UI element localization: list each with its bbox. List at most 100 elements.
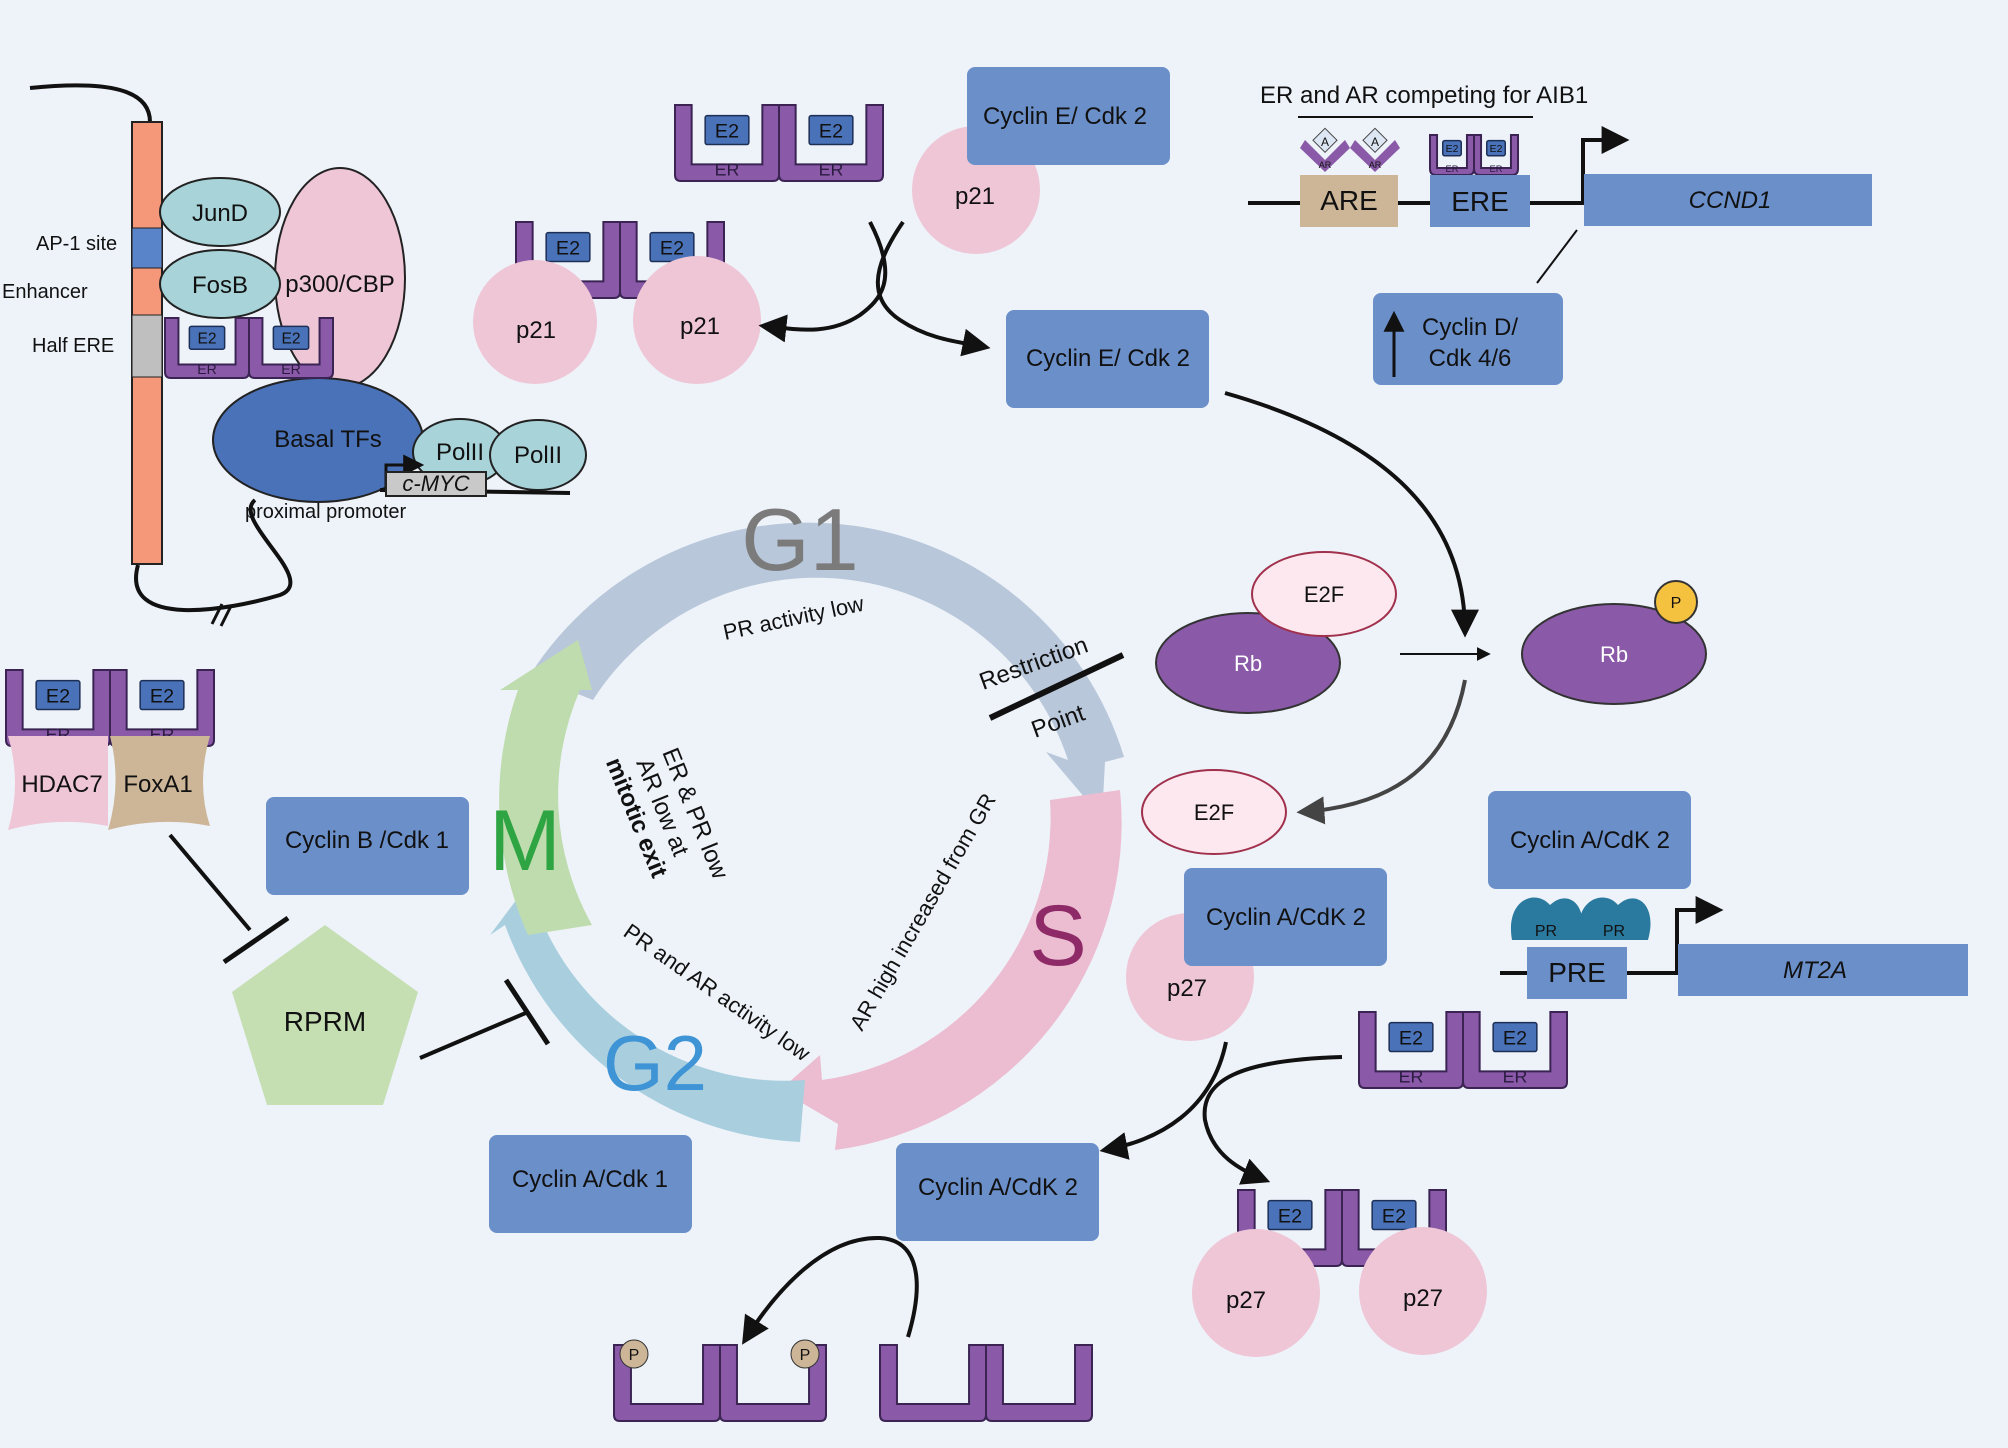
cyclin-e-top-label: Cyclin E/ Cdk 2 [983, 103, 1147, 130]
p21-cyclin-e-section: p21 Cyclin E/ Cdk 2 p21 p21 Cyclin E/ Cd… [473, 67, 1479, 638]
e2-ligand [1442, 139, 1462, 157]
ccnd1-to-cyclin-d-line [1536, 229, 1578, 284]
split-arrow-left [758, 221, 888, 343]
ar-a-label-2: A [1371, 135, 1379, 149]
phosphate-left-label: P [629, 1347, 640, 1364]
cyclin-a-cdk2-top-box [1488, 791, 1691, 889]
e2-label: E2 [1382, 1206, 1406, 1228]
er-unit [985, 1344, 1093, 1422]
er-receptor-cup [1473, 134, 1519, 176]
er-label: ER [1446, 164, 1459, 174]
foxa1-inhibit-line [168, 833, 252, 932]
rprm-inhibit-line [419, 1010, 529, 1060]
rb-right-label: Rb [1600, 642, 1628, 667]
er-receptor-cup [1462, 1011, 1568, 1089]
ar-chevron-2 [1350, 140, 1400, 172]
pre-label: PRE [1548, 957, 1606, 988]
g2-label: G2 [603, 1019, 707, 1107]
half-ere-segment [131, 314, 163, 378]
s-arc [780, 790, 1122, 1150]
foxa1-inhibit-bar [222, 915, 290, 965]
pr-blob-2 [1578, 897, 1651, 940]
ar-diamond-1 [1312, 127, 1338, 154]
e2-ligand [139, 679, 185, 711]
e2-label: E2 [46, 686, 70, 708]
e2-label: E2 [819, 121, 843, 143]
e2f-top-label: E2F [1304, 582, 1344, 607]
e2-label: E2 [150, 686, 174, 708]
e2-ligand [704, 114, 750, 146]
e2f-free-label: E2F [1194, 800, 1234, 825]
dna-loop [134, 498, 293, 613]
cmyc-label: c-MYC [402, 471, 469, 496]
break-mark-2 [219, 605, 233, 627]
e2-label: E2 [1490, 144, 1503, 155]
cyclin-d-label-1: Cyclin D/ [1422, 314, 1518, 341]
p27-right-label: p27 [1403, 1285, 1443, 1312]
s-label: S [1029, 888, 1086, 984]
e2-label: E2 [281, 331, 300, 348]
er-dimers: E2ERE2ERE2ERE2ERE2ERE2ERE2ERE2ERE2ERE2ER… [5, 104, 1568, 1422]
er-receptor-cup [674, 104, 780, 182]
hdac7-shape [8, 736, 108, 830]
cyclin-a-cdk2-top-label: Cyclin A/CdK 2 [1510, 827, 1670, 854]
basal-tfs-label: Basal TFs [274, 426, 382, 453]
phosphate-right [790, 1339, 820, 1369]
er-receptor-cup [879, 1344, 987, 1422]
break-mark-1 [210, 603, 224, 625]
er-label: ER [1399, 1067, 1424, 1087]
fosb-oval [159, 249, 281, 319]
ar-label-1: AR [1319, 160, 1332, 170]
cyclin-e-mid-label: Cyclin E/ Cdk 2 [1026, 345, 1190, 372]
g1-label: G1 [741, 490, 858, 589]
e2-ligand [188, 325, 226, 350]
mt2a-gene-box [1678, 944, 1968, 996]
p21-right-circle [633, 256, 761, 384]
half-ere-label: Half ERE [32, 335, 114, 357]
er-receptor-cup [1358, 1011, 1464, 1089]
enhancer-complex: AP-1 site Enhancer Half ERE p300/CBP Jun… [2, 83, 587, 627]
e2-ligand [272, 325, 310, 350]
jund-oval [159, 177, 281, 247]
polii-oval-b [489, 419, 587, 491]
ar-chevron-1 [1300, 140, 1350, 172]
er-label: ER [1490, 164, 1503, 174]
aib1-title: ER and AR competing for AIB1 [1260, 82, 1588, 109]
rprm-pentagon [232, 925, 418, 1105]
cyclin-a-cdk2-bottom-box [896, 1143, 1099, 1241]
cyclin-a-cdk2-bottom-label: Cyclin A/CdK 2 [918, 1174, 1078, 1201]
dna-strand-top [29, 83, 152, 123]
e2-ligand [808, 114, 854, 146]
er-unit [879, 1344, 987, 1422]
mt2a-label: MT2A [1783, 957, 1847, 984]
e2-ligand [1492, 1021, 1538, 1053]
p300-cbp-label: p300/CBP [285, 271, 394, 298]
polii-label-b: PolII [514, 442, 562, 469]
cmyc-box [385, 471, 487, 497]
jund-label: JunD [192, 200, 248, 227]
cell-cycle-ring [490, 522, 1124, 1150]
e2-label: E2 [556, 238, 580, 260]
cyclin-a-cdk1-box [489, 1135, 692, 1233]
phosphate-right-label: P [800, 1347, 811, 1364]
rb-left-oval [1155, 612, 1341, 714]
ar-a-label-1: A [1321, 135, 1329, 149]
e2-label: E2 [1446, 144, 1459, 155]
rprm-section: HDAC7 FoxA1 RPRM Cyclin B /Cdk 1 Cyclin … [8, 736, 692, 1233]
are-box [1300, 175, 1398, 227]
rb-phosphate [1654, 580, 1698, 624]
p27-right-circle [1359, 1227, 1487, 1355]
e2-ligand [1267, 1199, 1313, 1231]
m-arc [499, 640, 592, 935]
p21-left-circle [473, 260, 597, 384]
ap1-site-segment [131, 227, 163, 269]
cyclin-d-box [1373, 293, 1563, 385]
